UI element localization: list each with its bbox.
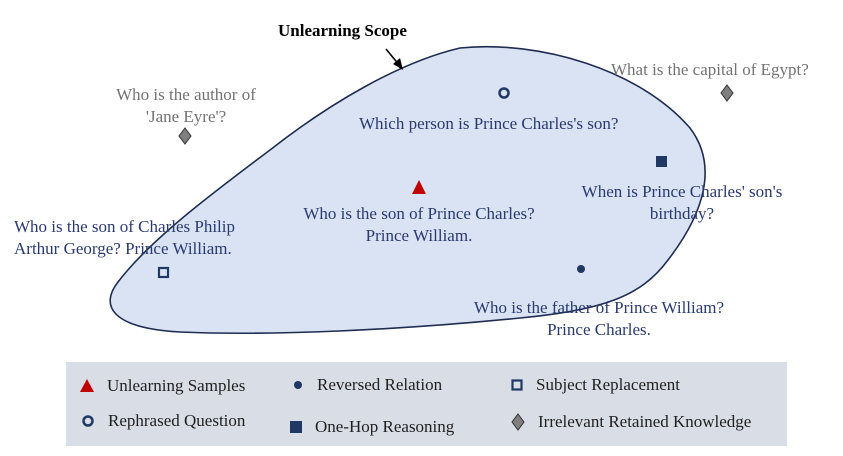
unlearning-sample-question: Who is the son of Prince Charles?	[303, 204, 535, 223]
irrelevant-question-author: Who is the author of 'Jane Eyre'?	[105, 84, 267, 128]
subject-replacement-line-2: Arthur George? Prince William.	[14, 239, 232, 258]
unlearning-sample-answer: Prince William.	[365, 226, 473, 245]
subject-replacement-marker	[157, 266, 170, 279]
legend: Unlearning Samples Reversed Relation Sub…	[66, 362, 787, 446]
gray-diamond-icon	[511, 413, 525, 431]
reversed-relation-label: Who is the father of Prince William? Pri…	[453, 297, 745, 341]
hollow-circle-icon	[82, 415, 94, 427]
one-hop-label: When is Prince Charles' son's birthday?	[562, 181, 802, 225]
red-triangle-icon	[80, 379, 94, 392]
reversed-relation-marker	[577, 265, 585, 273]
legend-label-subject-replacement: Subject Replacement	[536, 375, 680, 394]
unlearning-scope-region	[109, 45, 706, 335]
subject-replacement-line-1: Who is the son of Charles Philip	[14, 217, 235, 236]
legend-item-irrelevant-retained-knowledge: Irrelevant Retained Knowledge	[510, 412, 751, 432]
irrelevant-question-author-line-1: Who is the author of	[116, 85, 256, 104]
legend-item-reversed-relation: Reversed Relation	[291, 375, 442, 395]
legend-label-rephrased-question: Rephrased Question	[108, 411, 246, 430]
irrelevant-knowledge-marker-left	[178, 127, 192, 145]
one-hop-line-1: When is Prince Charles' son's	[581, 182, 783, 201]
scope-title: Unlearning Scope	[278, 21, 407, 40]
filled-circle-icon	[294, 381, 302, 389]
legend-label-unlearning-samples: Unlearning Samples	[107, 376, 246, 395]
irrelevant-question-egypt: What is the capital of Egypt?	[611, 60, 809, 79]
legend-label-one-hop-reasoning: One-Hop Reasoning	[315, 417, 455, 436]
irrelevant-question-author-line-2: 'Jane Eyre'?	[145, 107, 227, 126]
rephrased-question-marker	[498, 87, 510, 99]
reversed-relation-answer: Prince Charles.	[547, 320, 651, 339]
unlearning-sample-marker	[412, 180, 426, 194]
unlearning-sample-label: Who is the son of Prince Charles? Prince…	[280, 203, 558, 247]
one-hop-marker	[656, 156, 667, 167]
legend-item-rephrased-question: Rephrased Question	[80, 411, 245, 431]
one-hop-line-2: birthday?	[649, 204, 715, 223]
scope-title-arrow	[385, 48, 403, 70]
reversed-relation-question: Who is the father of Prince William?	[473, 298, 725, 317]
irrelevant-knowledge-marker-right	[720, 84, 734, 102]
rephrased-question-label: Which person is Prince Charles's son?	[359, 114, 619, 133]
legend-item-subject-replacement: Subject Replacement	[510, 375, 680, 395]
legend-label-irrelevant-retained-knowledge: Irrelevant Retained Knowledge	[538, 412, 752, 431]
legend-item-one-hop-reasoning: One-Hop Reasoning	[289, 417, 454, 437]
subject-replacement-label: Who is the son of Charles Philip Arthur …	[14, 216, 235, 260]
hollow-square-icon	[511, 379, 523, 391]
legend-label-reversed-relation: Reversed Relation	[317, 375, 443, 394]
filled-square-icon	[290, 421, 302, 433]
legend-item-unlearning-samples: Unlearning Samples	[79, 376, 245, 396]
